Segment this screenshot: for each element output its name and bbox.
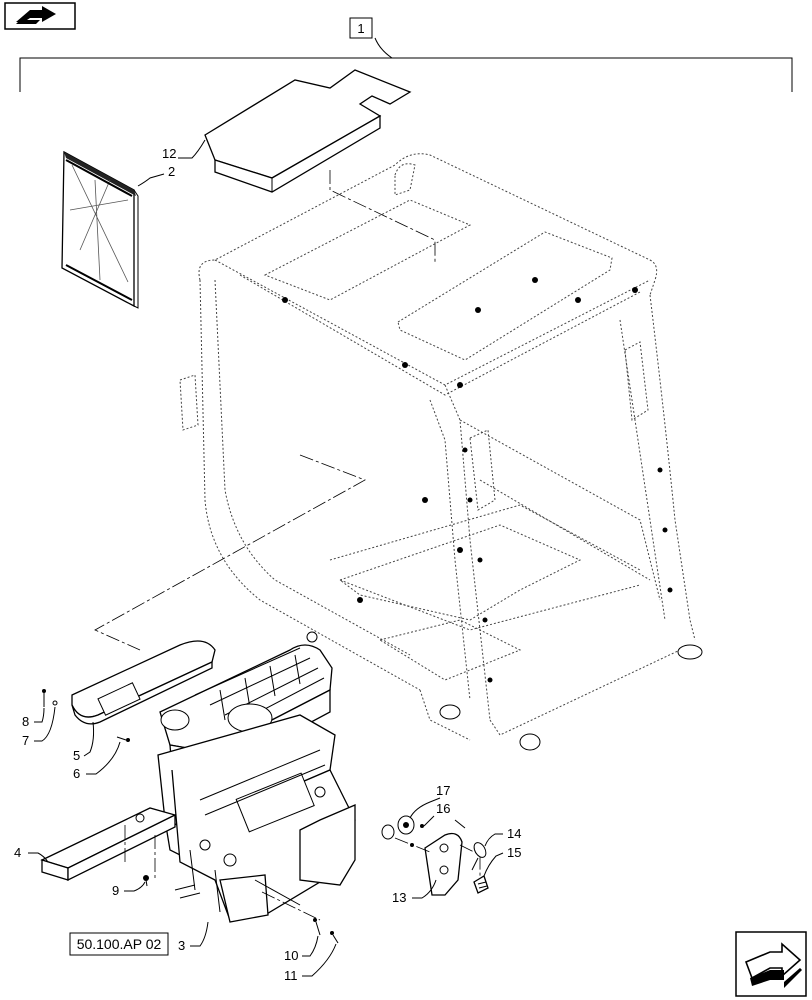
callout-3: 3 (178, 938, 185, 953)
mounting-bracket (40, 807, 177, 882)
callout-8: 8 (22, 714, 29, 729)
callout-10: 10 (284, 948, 298, 963)
callout-16: 16 (436, 801, 450, 816)
callout-6: 6 (73, 766, 80, 781)
screw-6 (116, 736, 130, 742)
hvac-unit (157, 631, 356, 923)
insulation-pad (204, 69, 412, 193)
cab-frame (179, 153, 703, 751)
next-page-arrow-icon[interactable] (735, 931, 807, 997)
callout-5: 5 (73, 748, 80, 763)
hinge-plate-assembly (381, 815, 489, 896)
callout-11: 11 (284, 968, 298, 983)
assembly-bracket: 1 (19, 17, 793, 92)
screw-9 (143, 875, 149, 887)
callout-4: 4 (14, 845, 21, 860)
callout-7: 7 (22, 733, 29, 748)
screw-7-8 (42, 689, 58, 707)
screw-10-11 (313, 918, 339, 944)
callout-2: 2 (168, 164, 175, 179)
callout-1: 1 (357, 21, 364, 36)
reference-label[interactable]: 50.100.AP 02 (77, 936, 162, 952)
book-arrow-icon[interactable] (4, 2, 76, 30)
reference-link[interactable]: 50.100.AP 02 (69, 932, 169, 956)
callout-14: 14 (507, 826, 521, 841)
callout-15: 15 (507, 845, 521, 860)
callout-9: 9 (112, 883, 119, 898)
callout-13: 13 (392, 890, 406, 905)
duct-cover (71, 640, 216, 725)
operator-manual (61, 150, 139, 309)
callout-17: 17 (436, 783, 450, 798)
callout-12: 12 (162, 146, 176, 161)
